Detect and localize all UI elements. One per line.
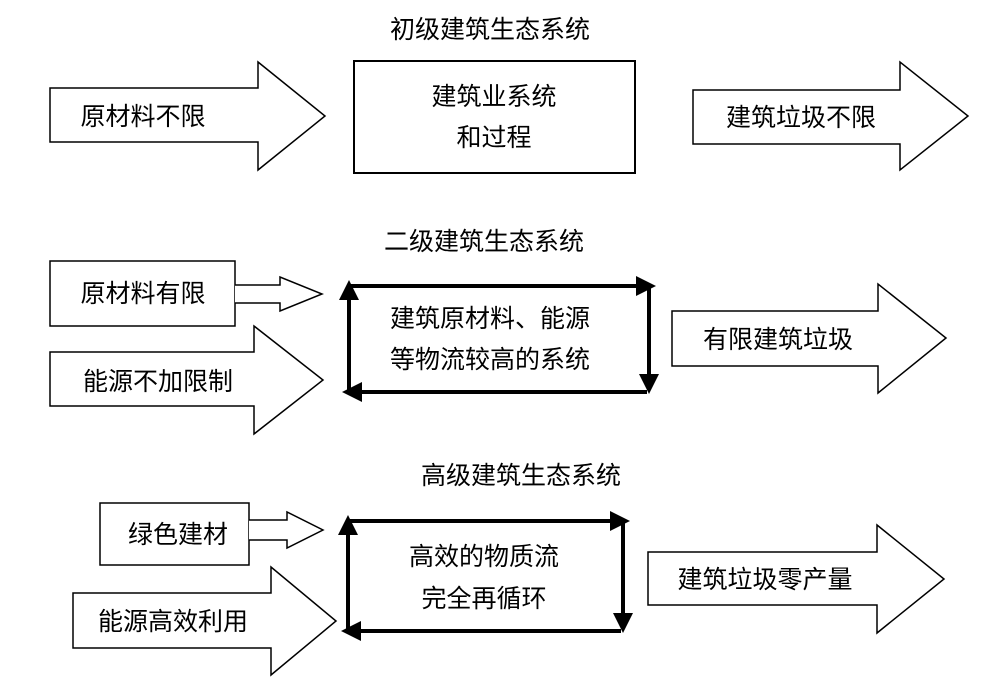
- output-label: 有限建筑垃圾: [703, 325, 853, 354]
- input-arrow-raw-material-unlimited: 原材料不限: [49, 60, 327, 172]
- process-box-primary: 建筑业系统 和过程: [353, 60, 636, 174]
- input-label: 原材料不限: [80, 102, 205, 131]
- input-label: 能源不加限制: [83, 367, 233, 396]
- section-secondary: 二级建筑生态系统 原材料有限 能源不加限制 建筑原材料、能源 等物流较高的系统: [49, 227, 948, 436]
- section-advanced: 高级建筑生态系统 绿色建材 能源高效利用 高效的物质流 完全再循环: [72, 461, 946, 677]
- process-text-line-1: 建筑业系统: [431, 82, 556, 111]
- output-label: 建筑垃圾零产量: [677, 565, 852, 594]
- input-arrow-energy-unlimited: 能源不加限制: [49, 324, 325, 436]
- input-arrow-efficient-energy: 能源高效利用: [72, 565, 338, 677]
- process-cycle-box-secondary: 建筑原材料、能源 等物流较高的系统: [339, 276, 659, 402]
- process-text-line-2: 等物流较高的系统: [390, 345, 590, 374]
- small-arrow-raw-material: [235, 275, 324, 313]
- process-text-line-1: 建筑原材料、能源: [390, 304, 590, 333]
- input-label: 能源高效利用: [98, 607, 248, 636]
- output-label: 建筑垃圾不限: [726, 103, 876, 132]
- process-text-line-1: 高效的物质流: [409, 542, 559, 571]
- small-arrow-green-materials: [249, 510, 325, 550]
- input-box-raw-material-limited: 原材料有限: [49, 260, 236, 327]
- section-advanced-title: 高级建筑生态系统: [421, 461, 621, 490]
- section-secondary-title: 二级建筑生态系统: [384, 227, 584, 256]
- process-text-line-2: 完全再循环: [421, 584, 546, 613]
- process-text-line-2: 和过程: [456, 123, 531, 152]
- input-label: 绿色建材: [128, 520, 228, 549]
- process-cycle-box-advanced: 高效的物质流 完全再循环: [338, 511, 633, 641]
- output-arrow-zero-waste: 建筑垃圾零产量: [647, 523, 946, 635]
- section-primary: 初级建筑生态系统 原材料不限 建筑业系统 和过程 建筑垃圾不限: [49, 15, 970, 174]
- input-label: 原材料有限: [80, 279, 205, 308]
- section-primary-title: 初级建筑生态系统: [390, 15, 590, 44]
- output-arrow-limited-waste: 有限建筑垃圾: [671, 282, 948, 395]
- input-box-green-materials: 绿色建材: [99, 502, 250, 566]
- output-arrow-waste-unlimited: 建筑垃圾不限: [692, 60, 970, 172]
